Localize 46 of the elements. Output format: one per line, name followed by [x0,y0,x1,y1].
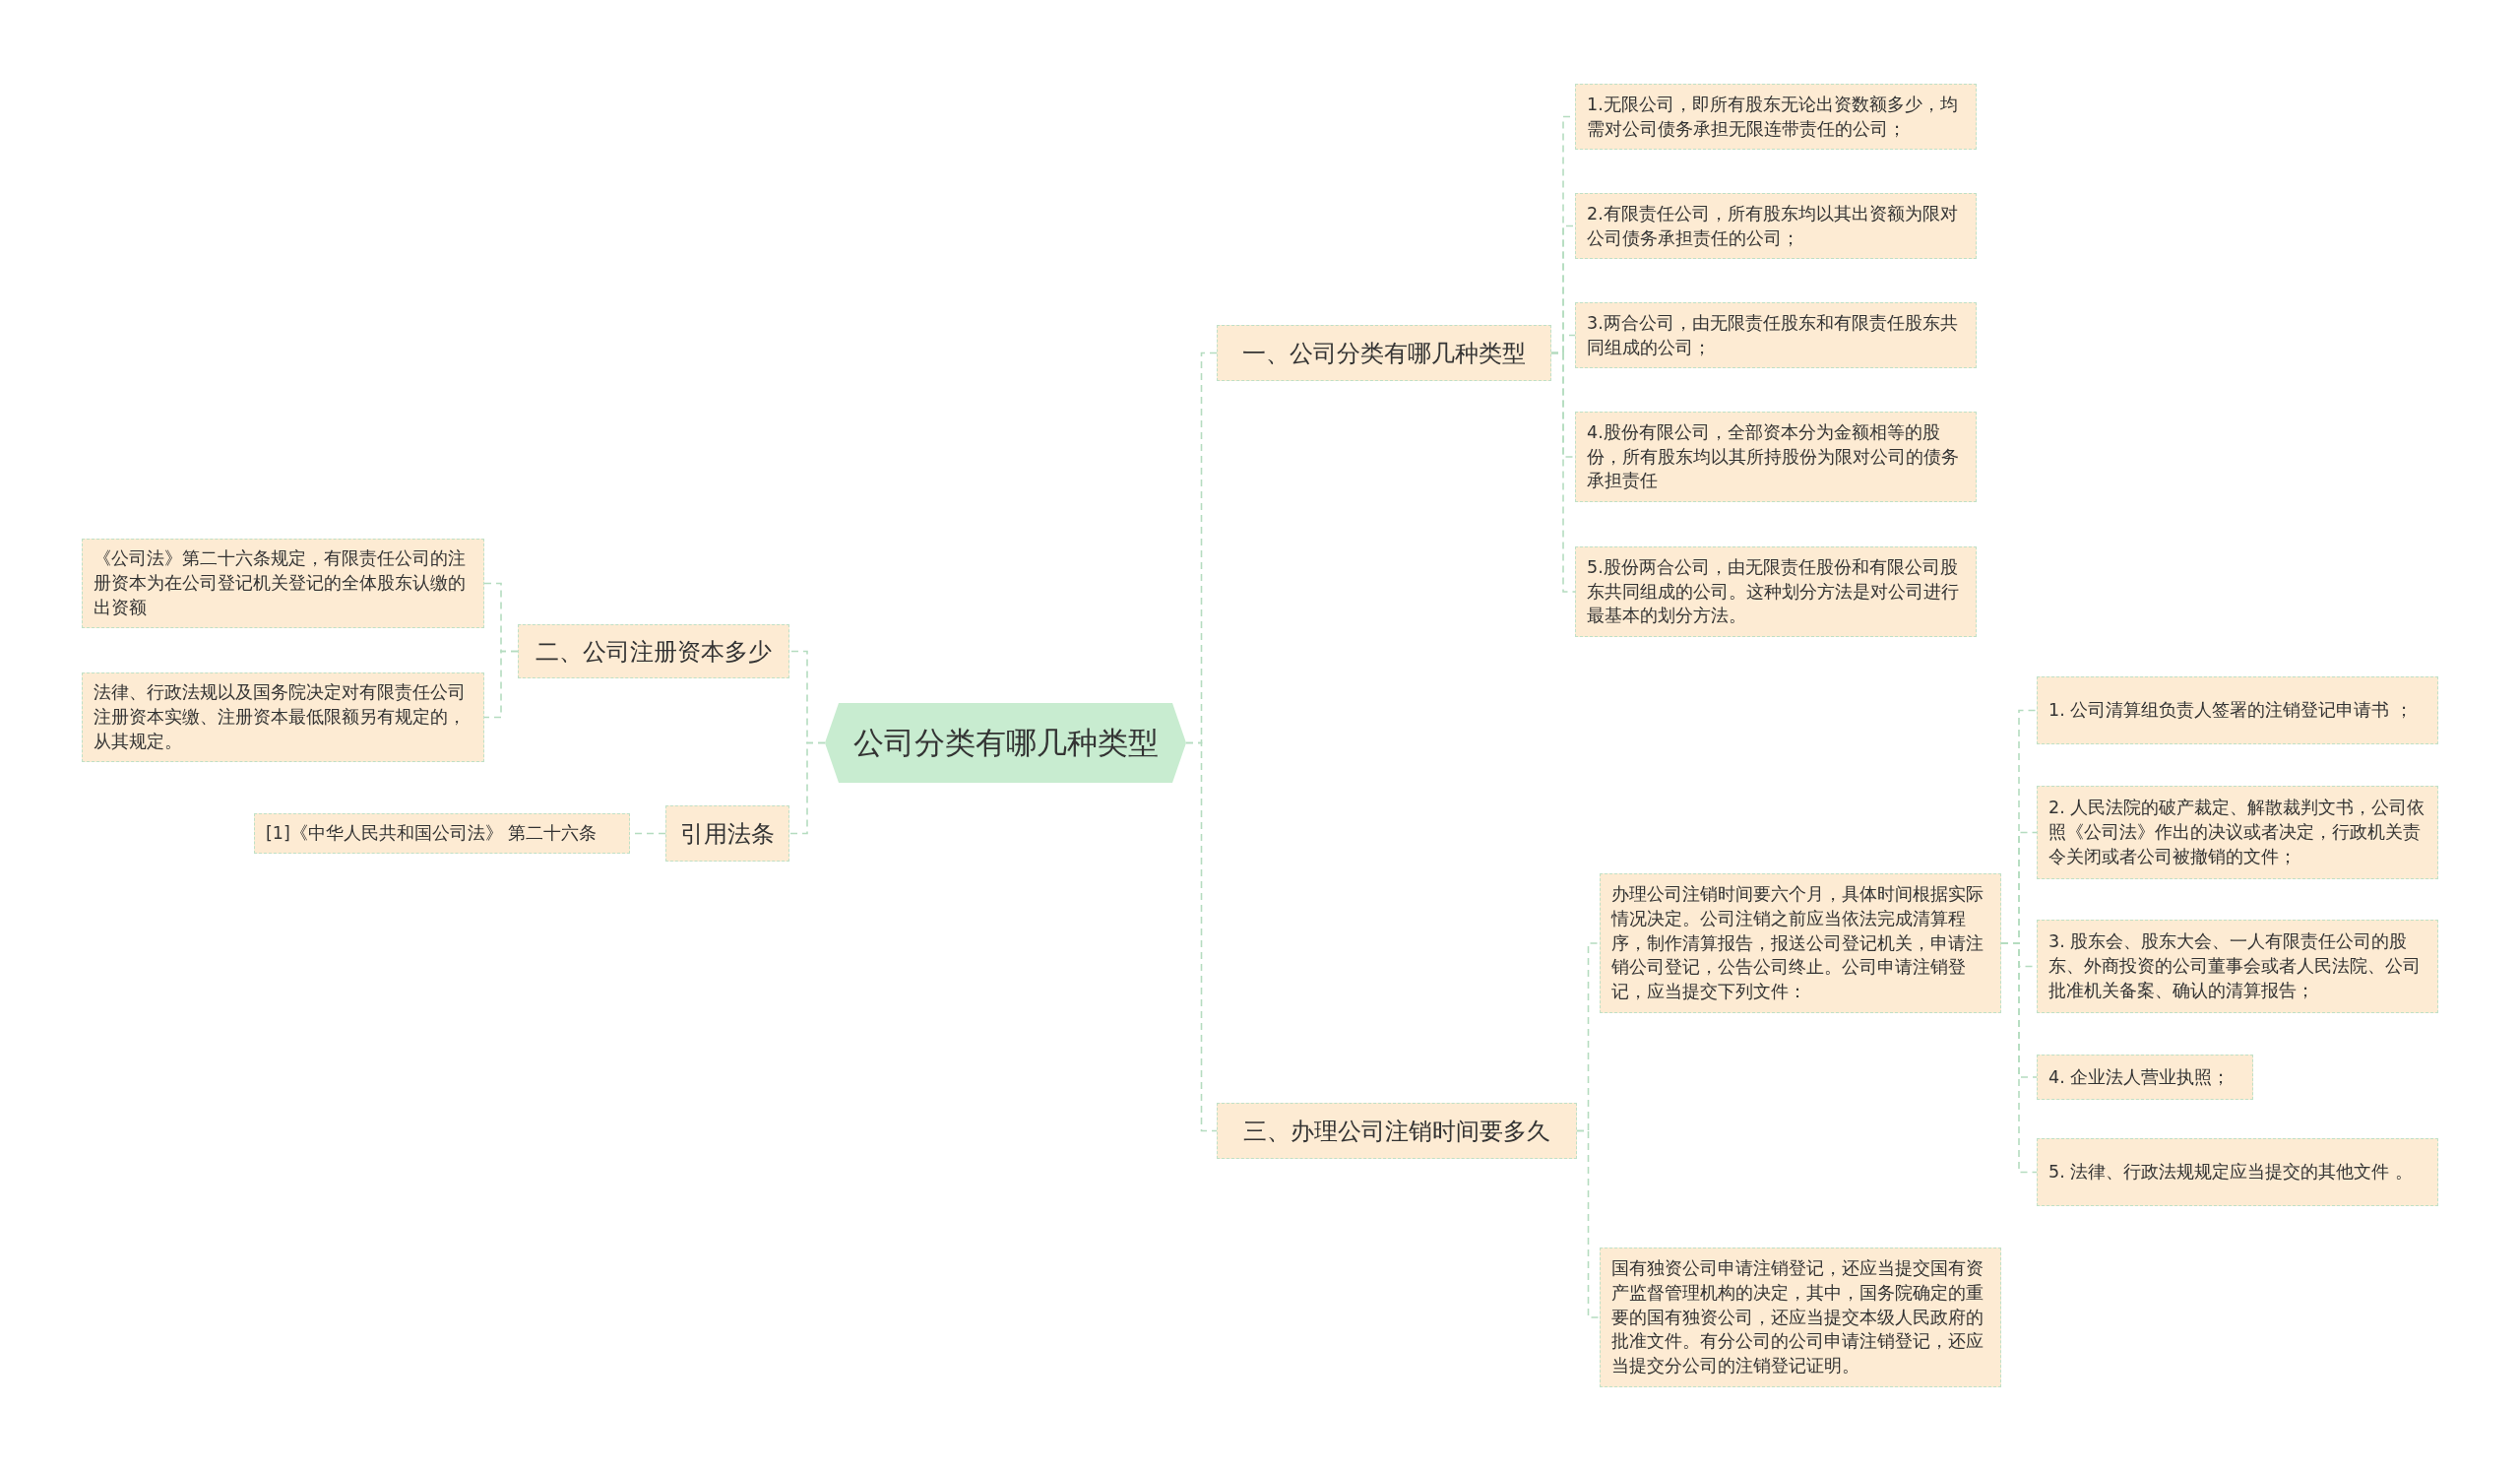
note-text: [1]《中华人民共和国公司法》 第二十六条 [266,822,598,846]
note-text: 办理公司注销时间要六个月，具体时间根据实际情况决定。公司注销之前应当依法完成清算程序，制作清算报告，报送公司登记机关，申请注销公司登记，公告公司终止。公司申请注销登记，应当提交下列文件： [1611,882,1984,1004]
connector-line [788,741,826,835]
central-topic-text: 公司分类有哪几种类型 [852,723,1159,762]
note-box [2037,1055,2253,1100]
central-topic [825,703,1186,783]
note-box [2037,1138,2438,1206]
note-text: 国有独资公司申请注销登记，还应当提交国有资产监督管理机构的决定，其中，国务院确定的重要的国有独资公司，还应当提交本级人民政府的批准文件。有分公司的公司申请注销登记，还应当提交分公司的注销登记证明。 [1611,1256,1984,1378]
note-box [254,813,630,854]
connector-line [1576,1129,1601,1318]
topic-title: 三、办理公司注销时间要多久 [1243,1116,1550,1147]
note-text: 法律、行政法规以及国务院决定对有限责任公司注册资本实缴、注册资本最低限额另有规定的，从其规定。 [94,681,467,753]
note-box [2037,920,2438,1013]
note-text: 4. 企业法人营业执照； [2048,1065,2231,1089]
note-text: 5.股份两合公司，由无限责任股份和有限公司股东共同组成的公司。这种划分方法是对公司进行最基本的划分方法。 [1587,555,1960,628]
topic-box [1217,325,1551,381]
topic-title: 一、公司分类有哪几种类型 [1242,338,1526,369]
connector-line [2000,942,2038,1174]
topic-title: 二、公司注册资本多少 [536,636,772,668]
note-box [82,672,484,762]
note-text: 2.有限责任公司，所有股东均以其出资额为限对公司债务承担责任的公司； [1587,202,1959,250]
connector-line [1185,741,1218,1132]
note-box [2037,676,2438,744]
note-text: 5. 法律、行政法规规定应当提交的其他文件 。 [2048,1161,2413,1184]
note-text: 4.股份有限公司，全部资本分为金额相等的股份，所有股东均以其所持股份为限对公司的债务承担责任 [1587,420,1960,493]
connector-line [1550,352,1576,593]
topic-box [665,805,789,862]
note-box [1575,546,1977,637]
topic-title: 引用法条 [680,818,775,850]
note-text: 《公司法》第二十六条规定，有限责任公司的注册资本为在公司登记机关登记的全体股东认缴的出资额 [94,547,467,619]
note-text: 3. 股东会、股东大会、一人有限责任公司的股东、外商投资的公司董事会或者人民法院、公司批准机关备案、确认的清算报告； [2048,930,2422,1002]
note-box [1575,84,1977,150]
note-box [2037,786,2438,879]
topic-box [1217,1103,1577,1159]
note-text: 2. 人民法院的破产裁定、解散裁判文书，公司依照《公司法》作出的决议或者决定，行政机关责令关闭或者公司被撤销的文件； [2048,797,2426,868]
note-box [1575,412,1977,502]
connector-line [483,650,519,719]
note-box [1600,873,2001,1013]
note-text: 1.无限公司，即所有股东无论出资数额多少，均需对公司债务承担无限连带责任的公司； [1587,93,1959,141]
note-text: 1. 公司清算组负责人签署的注销登记申请书 ； [2048,699,2413,723]
note-box [1600,1248,2001,1387]
note-box [1575,302,1977,368]
note-box [1575,193,1977,259]
note-box [82,539,484,628]
topic-box [518,624,789,678]
note-text: 3.两合公司，由无限责任股东和有限责任股东共同组成的公司； [1587,311,1959,359]
